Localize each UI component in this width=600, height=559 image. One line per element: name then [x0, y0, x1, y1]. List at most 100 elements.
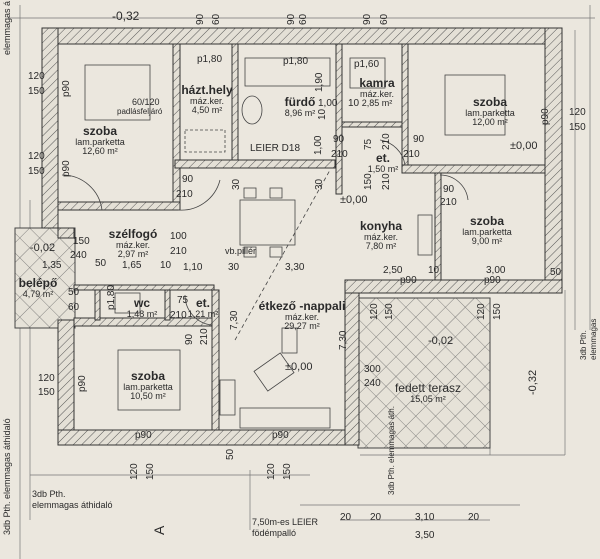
level-mark: -0,32	[112, 9, 140, 23]
room-wc: wc 1,48 m²	[127, 297, 158, 319]
dimension-label: 120	[369, 303, 380, 320]
room-area: 15,05 m²	[410, 393, 446, 404]
dimension-label: 150	[492, 303, 503, 320]
room-floor: lam.parketta	[123, 381, 173, 392]
level-mark: ±0,00	[285, 361, 313, 373]
room-area: 12,60 m²	[82, 146, 118, 157]
dimension-label: 75	[177, 295, 189, 306]
dimension-label: 90	[184, 333, 195, 345]
dimension-label: 30	[228, 262, 240, 273]
dimension-label: 210	[381, 133, 392, 150]
dimension-label: 50	[68, 287, 80, 298]
dimension-label: 150	[384, 303, 395, 320]
room-name: étkező -nappali	[258, 299, 346, 313]
dimension-label: 10	[348, 98, 360, 109]
room-floor: lam.parketta	[462, 226, 512, 237]
room-name: et.	[195, 296, 211, 310]
dimension-label: 150	[569, 122, 586, 133]
room-floor: máz.ker.	[363, 231, 399, 242]
bottom-total-dim: 3,50	[415, 530, 435, 541]
dimension-label: p90	[272, 430, 289, 441]
bottom-dim: 3,10	[415, 512, 435, 523]
room-floor: máz.ker.	[189, 95, 225, 106]
room-area: 2,97 m²	[117, 249, 149, 260]
dimension-label: p1,80	[197, 54, 223, 65]
dimension-label: 120	[266, 463, 277, 480]
room-szoba-1: szoba lam.parketta 12,60 m²	[75, 125, 125, 156]
section-marker-a: A	[151, 525, 167, 535]
dimension-label: 120	[476, 303, 487, 320]
dimension-label: 1,35	[42, 260, 62, 271]
dimension-label: 10	[428, 265, 440, 276]
room-area: 4,79 m²	[22, 288, 54, 299]
room-floor: lam.parketta	[465, 107, 515, 118]
dimension-label: 1,00	[313, 135, 324, 155]
level-mark: ±0,00	[510, 140, 538, 152]
dimension-label: 1,90	[314, 72, 325, 92]
room-fedett-terasz: fedett terasz 15,05 m²	[395, 382, 461, 404]
dimension-label: 1,00	[318, 98, 338, 109]
dimension-label: 3,00	[486, 265, 506, 276]
dimension-label: 90	[413, 134, 425, 145]
bottom-dim: 20	[370, 512, 382, 523]
dimension-label: 150	[282, 463, 293, 480]
room-name: szoba	[472, 95, 507, 109]
dimension-label: 30	[231, 178, 242, 190]
room-szoba-2: szoba lam.parketta 12,00 m²	[465, 96, 515, 127]
dimension-label: 60	[68, 302, 80, 313]
dimension-label: 75	[363, 138, 374, 150]
dimension-label: 150	[28, 166, 45, 177]
attic-hatch-label: padlásfeljáró	[117, 107, 163, 116]
lintel-note: elemmagas áthidaló	[32, 500, 113, 510]
dimension-label: 90	[333, 134, 345, 145]
room-konyha: konyha máz.ker. 7,80 m²	[360, 220, 402, 251]
dimension-label: 120	[129, 463, 140, 480]
room-floor: máz.ker.	[115, 239, 151, 250]
bottom-dim: 20	[340, 512, 352, 523]
dimension-label: 210	[331, 149, 348, 160]
dimension-label: 120	[569, 107, 586, 118]
room-area: 2,85 m²	[361, 98, 393, 109]
room-name: konyha	[359, 219, 403, 233]
dimension-label: 60	[211, 13, 222, 25]
dimension-label: p90	[61, 160, 72, 177]
room-name: házt.hely	[181, 83, 233, 97]
level-mark: ±0,00	[340, 194, 368, 206]
room-area: 1,50 m²	[367, 163, 399, 174]
room-name: wc	[133, 296, 151, 310]
lintel-note: 3db Pth. elemmagas áthidaló	[2, 418, 12, 535]
dimension-label: 120	[28, 71, 45, 82]
dimension-label: 150	[363, 173, 374, 190]
dimension-label: 150	[73, 236, 90, 247]
leier-label: LEIER D18	[250, 143, 301, 154]
dimension-label: 150	[145, 463, 156, 480]
dimension-label: 50	[95, 258, 107, 269]
dimension-label: p90	[135, 430, 152, 441]
dimension-label: 210	[170, 246, 187, 257]
dimension-label: 210	[170, 310, 187, 321]
dimension-label: 150	[38, 387, 55, 398]
room-floor: máz.ker.	[284, 311, 319, 322]
room-area: 10,50 m²	[130, 391, 166, 402]
room-haztartasi: házt.hely máz.ker. 4,50 m²	[181, 84, 232, 115]
room-etkezo-nappali: étkező -nappali máz.ker. 29,27 m²	[259, 300, 346, 331]
dimension-label: 1,65	[122, 260, 142, 271]
lintel-note: 3db Pth.	[32, 489, 66, 499]
dimension-label: p1,80	[106, 284, 117, 310]
dimension-label: 60	[379, 13, 390, 25]
dimension-label: 210	[199, 328, 210, 345]
room-name: szélfogó	[108, 227, 158, 241]
dimension-label: 1,10	[183, 262, 203, 273]
dimension-label: 2,50	[383, 265, 403, 276]
dimension-label: 90	[195, 13, 206, 25]
room-area: 7,80 m²	[365, 241, 397, 252]
terrace-tiles	[357, 297, 491, 449]
room-area: 9,00 m²	[471, 236, 503, 247]
room-eloter-1: et. 1,50 m²	[368, 152, 399, 174]
room-furdo: fürdő 8,96 m²	[285, 96, 316, 118]
dimension-label: 210	[403, 149, 420, 160]
room-belepo: belépő 4,79 m²	[19, 277, 58, 299]
lintel-note: 3db Pth.	[579, 330, 588, 360]
dimension-label: 7,30	[338, 330, 349, 350]
dimension-label: 90	[286, 13, 297, 25]
